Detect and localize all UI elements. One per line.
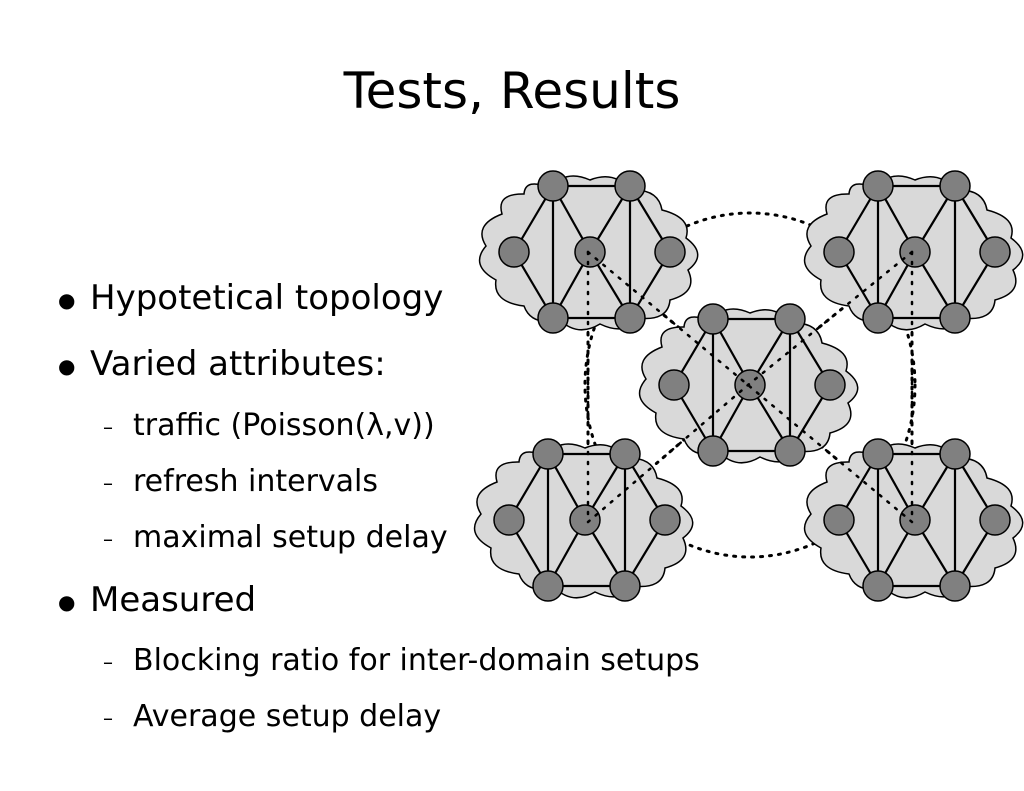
dotted-ring bbox=[583, 211, 917, 559]
slide-title: Tests, Results bbox=[343, 62, 681, 120]
graph-node bbox=[862, 170, 894, 202]
sub-item-traffic: –traffic (Poisson(λ,v)) bbox=[103, 411, 435, 441]
graph-node bbox=[939, 438, 971, 470]
bullet-text: Measured bbox=[90, 580, 257, 620]
sub-item-maximal-setup-delay: –maximal setup delay bbox=[103, 523, 448, 553]
domain-bottom-right bbox=[803, 438, 1024, 602]
sub-item-text: Average setup delay bbox=[133, 699, 442, 734]
domain-bottom-left bbox=[473, 438, 694, 602]
graph-node bbox=[899, 236, 931, 268]
graph-node bbox=[498, 236, 530, 268]
domain-top-right bbox=[803, 170, 1024, 334]
graph-node bbox=[862, 570, 894, 602]
domain-center bbox=[638, 303, 859, 467]
graph-node bbox=[654, 236, 686, 268]
sub-item-text: refresh intervals bbox=[133, 464, 379, 499]
graph-node bbox=[569, 504, 601, 536]
graph-node bbox=[697, 303, 729, 335]
bullet-dot-icon: ● bbox=[58, 353, 76, 378]
sub-item-refresh-intervals: –refresh intervals bbox=[103, 467, 378, 497]
graph-node bbox=[493, 504, 525, 536]
graph-node bbox=[939, 570, 971, 602]
sub-item-text: Blocking ratio for inter-domain setups bbox=[133, 643, 700, 678]
bullet-varied-attributes: ● Varied attributes: bbox=[58, 347, 386, 381]
graph-node bbox=[899, 504, 931, 536]
graph-node bbox=[609, 570, 641, 602]
bullet-measured: ● Measured bbox=[58, 583, 256, 617]
bullet-dot-icon: ● bbox=[58, 589, 76, 614]
graph-node bbox=[979, 236, 1011, 268]
graph-node bbox=[574, 236, 606, 268]
graph-node bbox=[614, 170, 646, 202]
bullet-hypothetical-topology: ● Hypotetical topology bbox=[58, 281, 443, 315]
sub-item-blocking-ratio: –Blocking ratio for inter-domain setups bbox=[103, 646, 700, 676]
graph-node bbox=[658, 369, 690, 401]
graph-node bbox=[862, 302, 894, 334]
bullet-text: Varied attributes: bbox=[90, 344, 386, 384]
graph-node bbox=[862, 438, 894, 470]
graph-node bbox=[814, 369, 846, 401]
graph-node bbox=[979, 504, 1011, 536]
sub-item-text: maximal setup delay bbox=[133, 520, 448, 555]
bullet-text: Hypotetical topology bbox=[90, 278, 444, 318]
graph-node bbox=[774, 435, 806, 467]
graph-node bbox=[537, 170, 569, 202]
graph-node bbox=[614, 302, 646, 334]
graph-node bbox=[537, 302, 569, 334]
dash-icon: – bbox=[103, 414, 113, 439]
dash-icon: – bbox=[103, 649, 113, 674]
graph-node bbox=[774, 303, 806, 335]
graph-node bbox=[609, 438, 641, 470]
sub-item-average-setup-delay: –Average setup delay bbox=[103, 702, 441, 732]
graph-node bbox=[939, 302, 971, 334]
graph-node bbox=[823, 236, 855, 268]
graph-node bbox=[823, 504, 855, 536]
graph-node bbox=[649, 504, 681, 536]
dash-icon: – bbox=[103, 705, 113, 730]
graph-node bbox=[532, 438, 564, 470]
graph-node bbox=[532, 570, 564, 602]
graph-node bbox=[734, 369, 766, 401]
graph-node bbox=[939, 170, 971, 202]
dash-icon: – bbox=[103, 526, 113, 551]
bullet-dot-icon: ● bbox=[58, 287, 76, 312]
dash-icon: – bbox=[103, 470, 113, 495]
domains-layer bbox=[473, 170, 1024, 602]
graph-node bbox=[697, 435, 729, 467]
sub-item-text: traffic (Poisson(λ,v)) bbox=[133, 408, 435, 443]
